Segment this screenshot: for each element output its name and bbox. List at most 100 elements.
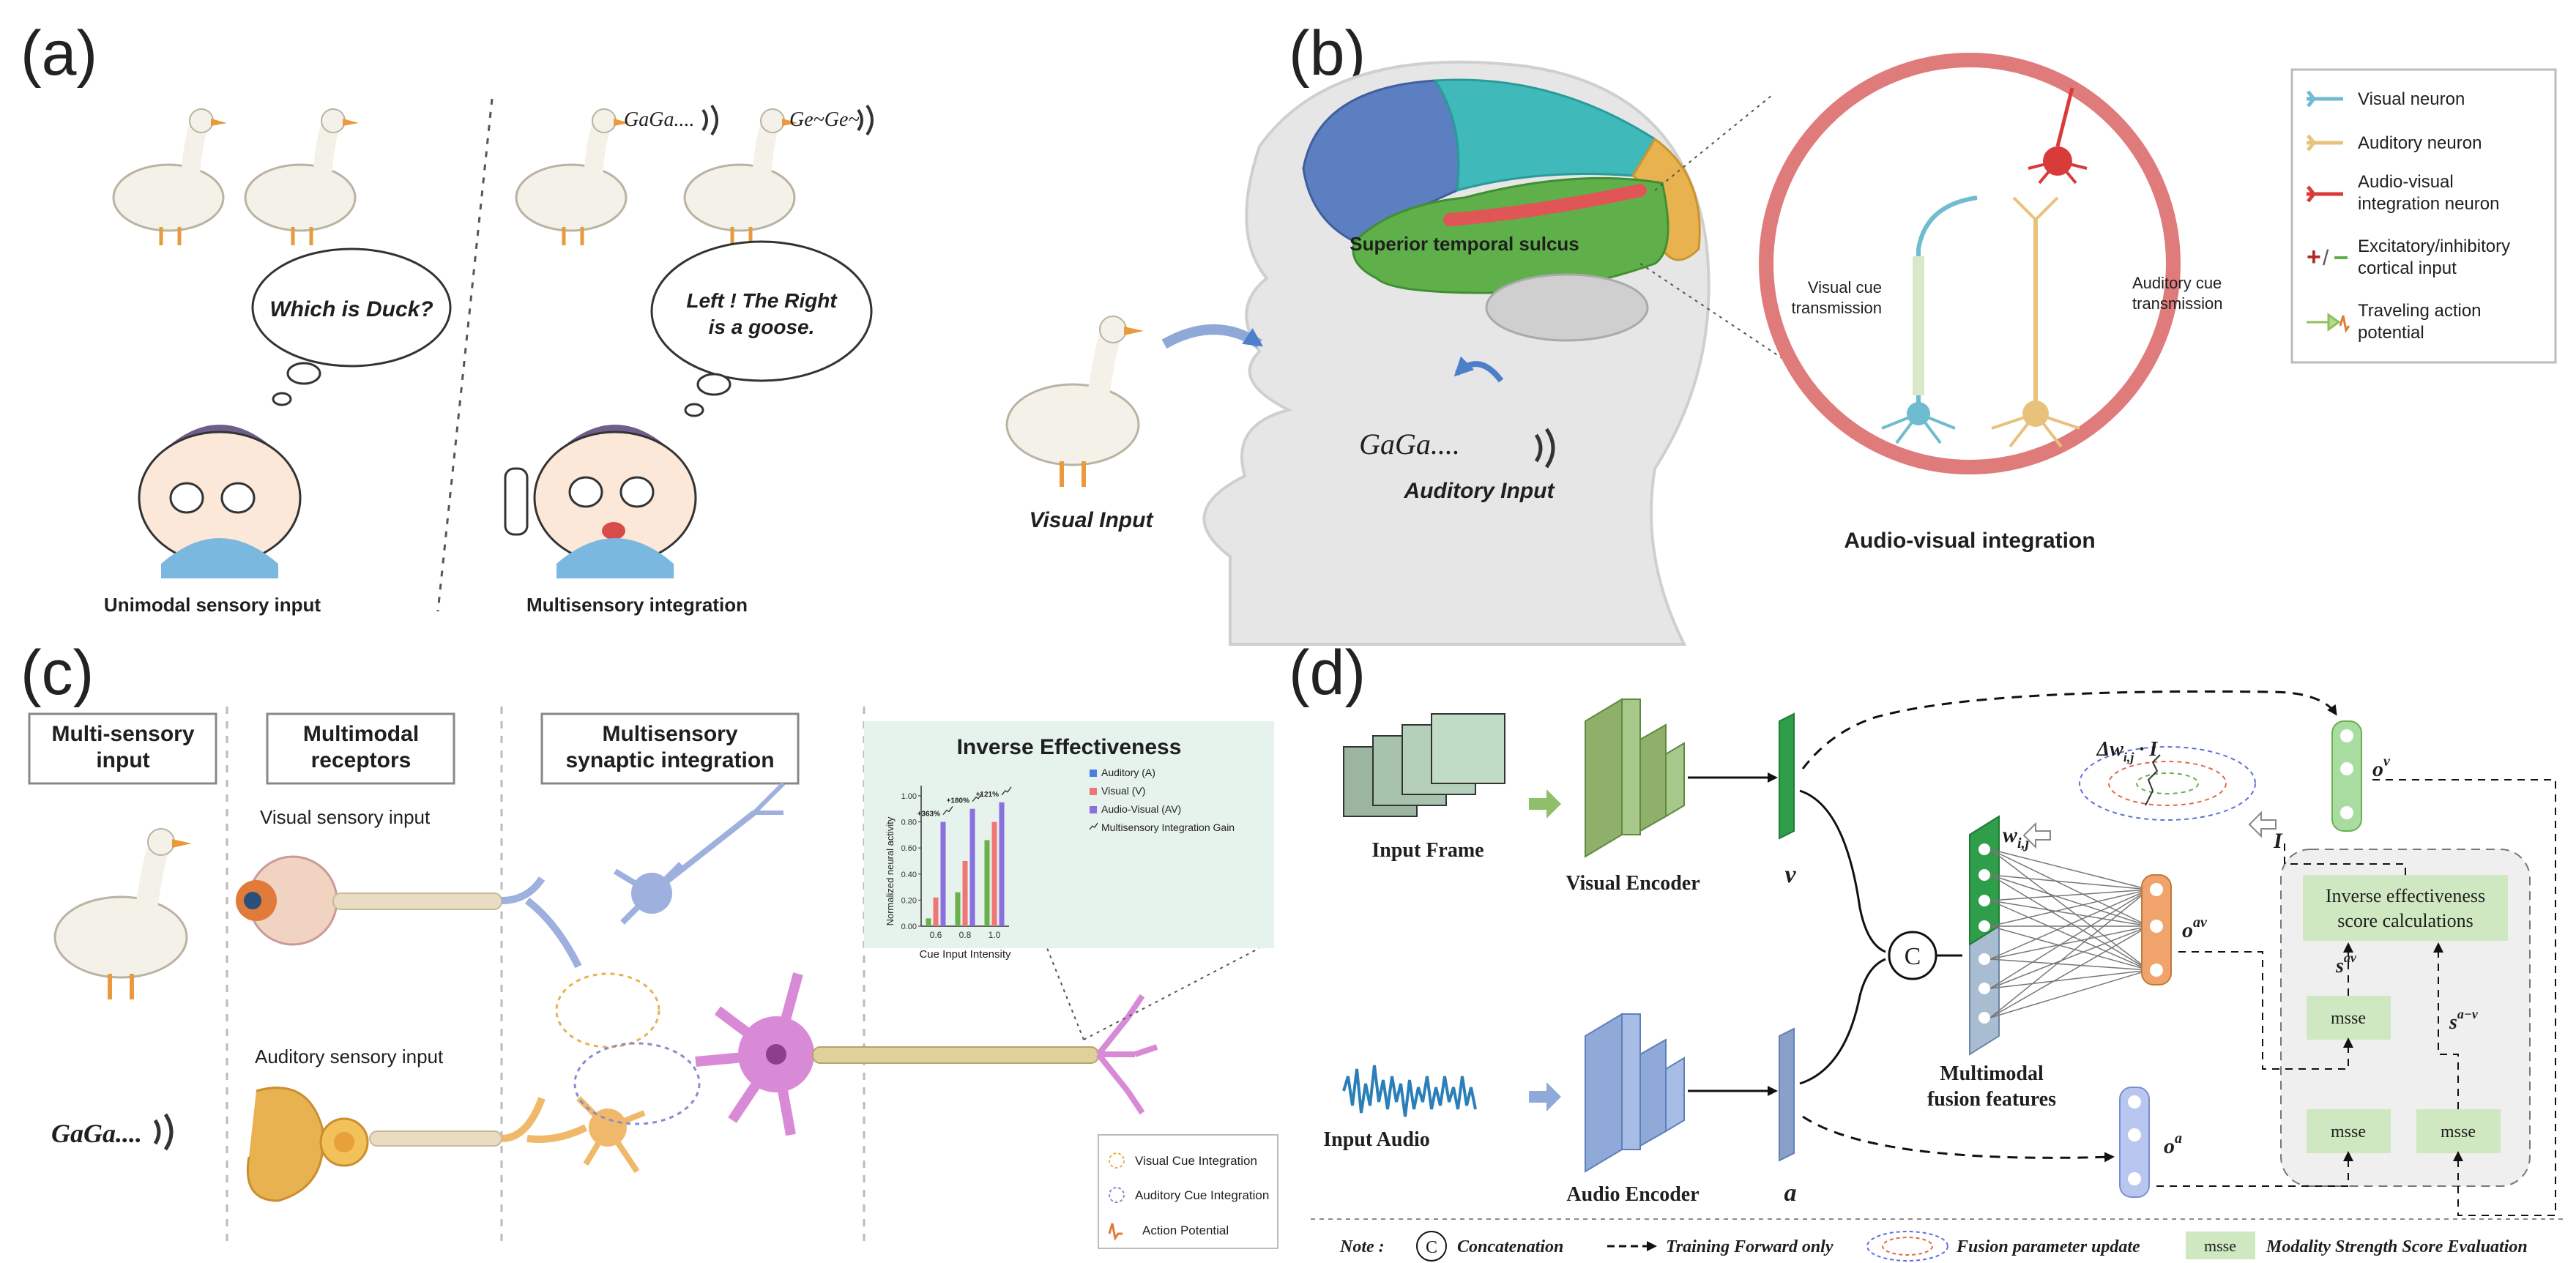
- visual-integration-region: [555, 972, 660, 1048]
- dw-sub: i,j: [2123, 750, 2135, 764]
- auditory-neuron-icon: [2307, 134, 2343, 152]
- visual-input-label: Visual Input: [1030, 508, 1155, 532]
- gain-label: +121%: [976, 791, 999, 799]
- video-frames-icon: [1343, 713, 1505, 817]
- msse-box: [2307, 996, 2391, 1040]
- y-tick-label: 0.80: [901, 819, 917, 827]
- node: [2128, 1095, 2141, 1109]
- legend-ap-2: potential: [2358, 323, 2424, 343]
- node: [2150, 964, 2163, 977]
- update-arrow-icon: [2022, 821, 2051, 849]
- legend-ap-1: Traveling action: [2358, 301, 2482, 321]
- oa-label: oa: [2164, 1130, 2182, 1158]
- chart-background: [864, 721, 1274, 948]
- panel-a-label: (a): [21, 18, 97, 89]
- bar: [933, 897, 939, 926]
- legend-swatch: [1090, 788, 1097, 795]
- s-main: s: [2449, 1011, 2457, 1034]
- audio-waveform-icon: [1342, 1065, 1477, 1117]
- integration-neuron-icon: [695, 972, 1158, 1136]
- auditory-arrow: [1453, 356, 1504, 383]
- fusion-nodes: [1978, 843, 1990, 1024]
- goose-icon: [53, 828, 192, 999]
- msse-box: [2307, 1109, 2391, 1153]
- bubble-answer-1: Left ! The Right: [686, 289, 838, 312]
- o-sup: v: [2383, 753, 2391, 770]
- auditory-dendrite: [501, 1097, 588, 1143]
- note-fusion: Fusion parameter update: [1956, 1237, 2140, 1256]
- integration-neuron-icon: [2307, 185, 2343, 203]
- msse-box: [2416, 1109, 2501, 1153]
- y-tick-label: 0.60: [901, 844, 917, 853]
- w-label: wi,j: [2003, 823, 2030, 852]
- bar: [969, 808, 975, 926]
- thought-bubble: Left ! The Right is a goose.: [650, 240, 873, 417]
- header1-1: Multi-sensory: [51, 722, 194, 746]
- fusion-update-icon: [2079, 746, 2256, 821]
- legend-marker: [1109, 1187, 1125, 1203]
- connector: [2284, 842, 2406, 875]
- msse-icon: [2186, 1232, 2255, 1259]
- visual-feature: [1779, 712, 1795, 840]
- y-tick-label: 1.00: [901, 792, 917, 801]
- visual-encoder-block: [1585, 698, 1685, 858]
- legend-exc-2: cortical input: [2358, 258, 2457, 278]
- legend-label: Audio-Visual (AV): [1101, 803, 1181, 815]
- dw-label: Δwi,j · I: [2096, 738, 2159, 764]
- node: [2150, 883, 2163, 896]
- zoom-line: [1639, 263, 1795, 367]
- auditory-cue-2: transmission: [2132, 294, 2222, 313]
- sound-wave-icon: [701, 104, 718, 136]
- visual-encoder-label: Visual Encoder: [1566, 872, 1700, 895]
- connector: [2433, 942, 2459, 1109]
- sound-wave-icon: [1534, 428, 1555, 469]
- divider: [436, 98, 494, 612]
- header3-1: Multisensory: [602, 722, 737, 746]
- legend-visual: Visual neuron: [2307, 89, 2465, 109]
- auditory-sound: GaGa....: [1359, 428, 1460, 461]
- legend-box-c: [1098, 1134, 1278, 1249]
- gain-icon: [1001, 786, 1012, 796]
- y-tick-label: 0.00: [901, 923, 917, 931]
- o-main: o: [2182, 918, 2193, 942]
- gain-icon: [972, 793, 983, 802]
- panel-d-label: (d): [1289, 638, 1366, 708]
- y-tick-label: 0.40: [901, 871, 917, 879]
- a-label: a: [1784, 1180, 1797, 1207]
- caption-unimodal: Unimodal sensory input: [104, 594, 321, 616]
- oav-label: oav: [2182, 914, 2208, 942]
- msse-label: msse: [2331, 1122, 2366, 1141]
- fusion-update-icon: [1866, 1231, 1948, 1262]
- gain-label: +180%: [947, 797, 970, 805]
- legend-visual-cue: Visual Cue Integration: [1135, 1154, 1257, 1168]
- s-sup: a−v: [2457, 1007, 2479, 1021]
- caption-multisensory: Multisensory integration: [526, 594, 748, 616]
- sav-label: sav: [2335, 950, 2357, 977]
- panel-c: (c) Multi-sensory input Multimodal recep…: [21, 638, 1278, 1249]
- arrow-icon: [1529, 789, 1561, 819]
- goose-icon: [244, 108, 359, 245]
- header-box: [540, 712, 800, 785]
- s-sup: av: [2344, 950, 2357, 965]
- header2-1: Multimodal: [303, 722, 419, 746]
- bar: [962, 860, 968, 926]
- bar: [984, 840, 990, 926]
- node: [2340, 806, 2353, 819]
- chart-ylabel: Normalized neural activity: [885, 816, 896, 925]
- msse-label: msse: [2441, 1122, 2476, 1141]
- visual-dendrite: [501, 876, 582, 969]
- gain-icon: [942, 806, 953, 815]
- legend-label: Auditory (A): [1101, 767, 1155, 778]
- fc-connections: [1989, 849, 2150, 1018]
- chart-title: Inverse Effectiveness: [957, 735, 1182, 759]
- sulcus-highlight: [1443, 184, 1647, 226]
- auditory-input-label: Auditory Input: [1404, 479, 1556, 503]
- legend-label: Multisensory Integration Gain: [1101, 821, 1235, 833]
- legend-av-1: Audio-visual: [2358, 172, 2454, 192]
- input-audio-label: Input Audio: [1323, 1128, 1430, 1151]
- training-arrow: [1802, 1115, 2115, 1163]
- visual-cue-1: Visual cue: [1808, 278, 1882, 297]
- legend-box: [2290, 68, 2557, 364]
- msse-label: msse: [2331, 1009, 2366, 1028]
